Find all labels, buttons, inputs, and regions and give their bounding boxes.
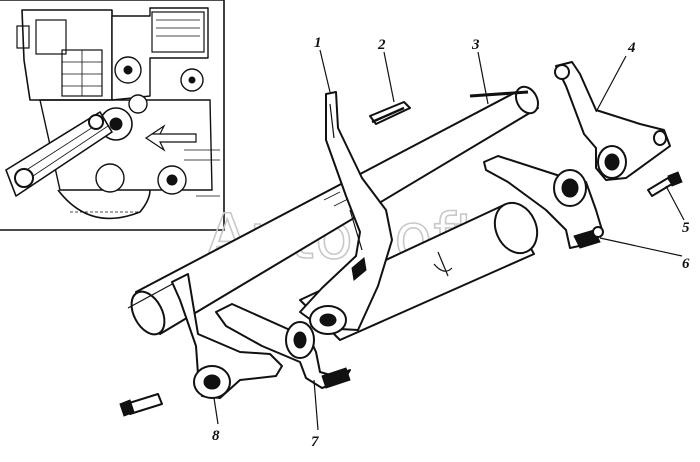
part-1-lever-arm — [299, 91, 393, 335]
callout-5: 5 — [682, 220, 690, 236]
part-2-key — [369, 101, 411, 125]
part-6-right-bracket — [483, 155, 604, 249]
part-5-bolt — [647, 171, 683, 197]
harvester-inset — [0, 0, 225, 231]
callout-3: 3 — [471, 37, 480, 53]
part-3-main-shaft — [127, 85, 540, 336]
callout-2: 2 — [377, 37, 386, 53]
part-7-lower-bracket — [215, 303, 351, 389]
part-8-left-bracket — [171, 273, 283, 399]
callout-7: 7 — [311, 434, 319, 450]
callout-1: 1 — [314, 35, 322, 51]
callout-6: 6 — [682, 256, 690, 272]
part-4-upper-bracket — [554, 61, 671, 181]
leader-lines — [213, 49, 685, 431]
callout-8: 8 — [212, 428, 220, 444]
callout-4: 4 — [627, 40, 636, 56]
loose-bolt — [119, 393, 163, 417]
